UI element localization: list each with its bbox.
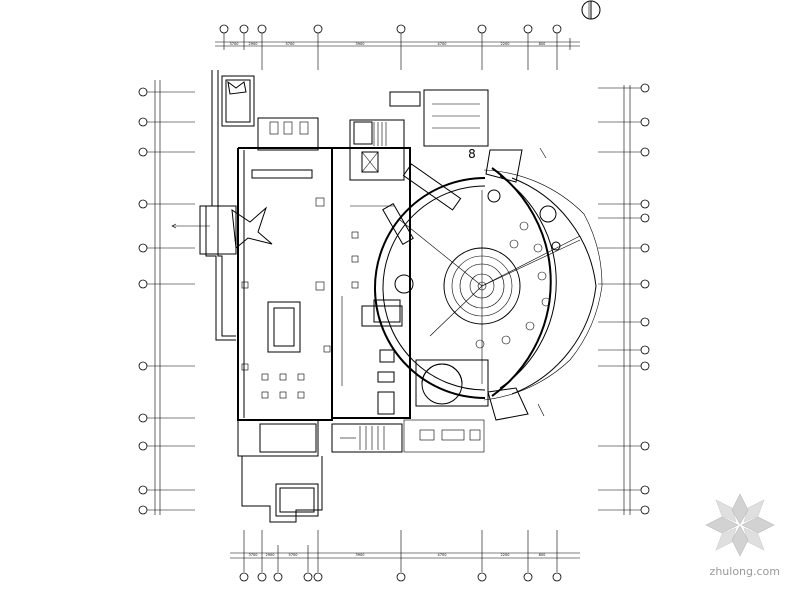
dim-top-5: 4700 bbox=[438, 42, 447, 46]
dim-bottom-3: 5700 bbox=[289, 553, 298, 557]
dim-top-2: 2900 bbox=[249, 42, 258, 46]
dim-top-6: 2200 bbox=[501, 42, 510, 46]
dim-bottom-4: 3900 bbox=[356, 553, 365, 557]
watermark-text: zhulong.com bbox=[709, 565, 780, 578]
right-axis-bubbles bbox=[640, 83, 650, 515]
dim-top-7: 800 bbox=[539, 42, 546, 46]
right-dimension-block bbox=[598, 83, 650, 515]
left-dimension-block bbox=[138, 80, 195, 515]
dim-top-3: 5700 bbox=[286, 42, 295, 46]
dim-top-4: 3900 bbox=[356, 42, 365, 46]
central-core bbox=[241, 91, 421, 453]
left-axis-bubbles bbox=[138, 87, 148, 515]
section-marks bbox=[171, 147, 547, 417]
bottom-dimension-block: 3700 2900 5700 3900 4700 2200 800 bbox=[230, 530, 580, 582]
elevator-mark: 8 bbox=[468, 147, 476, 161]
dim-bottom-6: 2200 bbox=[501, 553, 510, 557]
dim-bottom-7: 800 bbox=[539, 553, 546, 557]
bottom-dimension-texts: 3700 2900 5700 3900 4700 2200 800 bbox=[249, 553, 546, 557]
dim-bottom-5: 4700 bbox=[438, 553, 447, 557]
top-dimension-block: 3700 2900 5700 3900 4700 2200 800 bbox=[215, 24, 580, 70]
dim-bottom-1: 3700 bbox=[249, 553, 258, 557]
top-axis-bubbles bbox=[219, 24, 562, 34]
building-outline bbox=[199, 70, 333, 523]
north-arrow bbox=[581, 0, 601, 20]
bottom-axis-bubbles bbox=[239, 572, 562, 582]
top-dimension-texts: 3700 2900 5700 3900 4700 2200 800 bbox=[230, 42, 546, 46]
rotunda: 8 bbox=[361, 89, 603, 453]
dim-bottom-2: 2900 bbox=[266, 553, 275, 557]
watermark-logo bbox=[705, 493, 775, 557]
dim-top-1: 3700 bbox=[230, 42, 239, 46]
